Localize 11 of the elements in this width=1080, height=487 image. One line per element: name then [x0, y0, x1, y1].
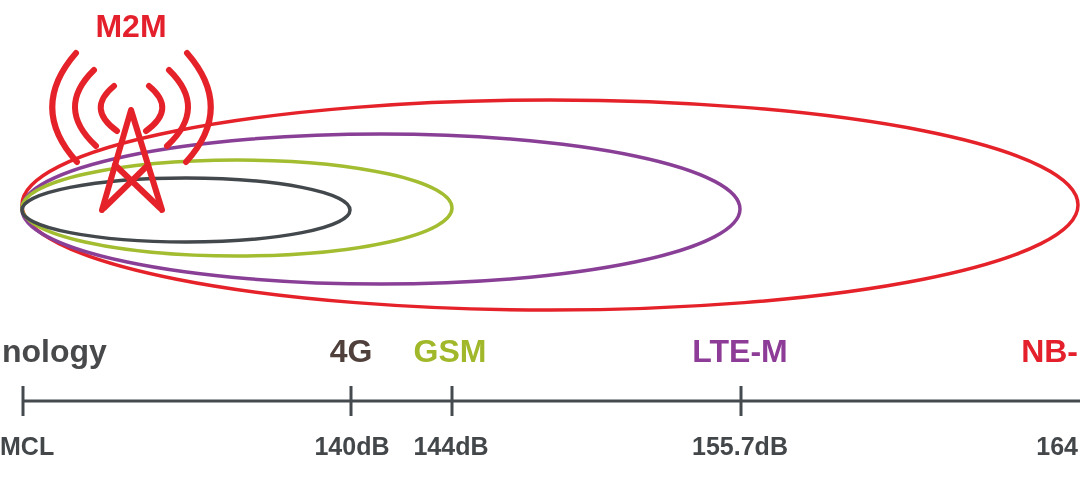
tick-label: 140dB: [314, 434, 390, 459]
technology-label: LTE-M: [692, 335, 788, 367]
tick-label: 144dB: [413, 434, 489, 459]
axis-title: nology: [2, 335, 107, 367]
technology-label: NB-: [1021, 335, 1078, 367]
technology-label: GSM: [413, 335, 487, 367]
tower-label: M2M: [95, 10, 167, 42]
tick-label: 155.7dB: [692, 434, 788, 459]
tick-label: 164: [1036, 434, 1078, 459]
technology-label: 4G: [329, 335, 373, 367]
axis-title: MCL: [0, 434, 55, 459]
